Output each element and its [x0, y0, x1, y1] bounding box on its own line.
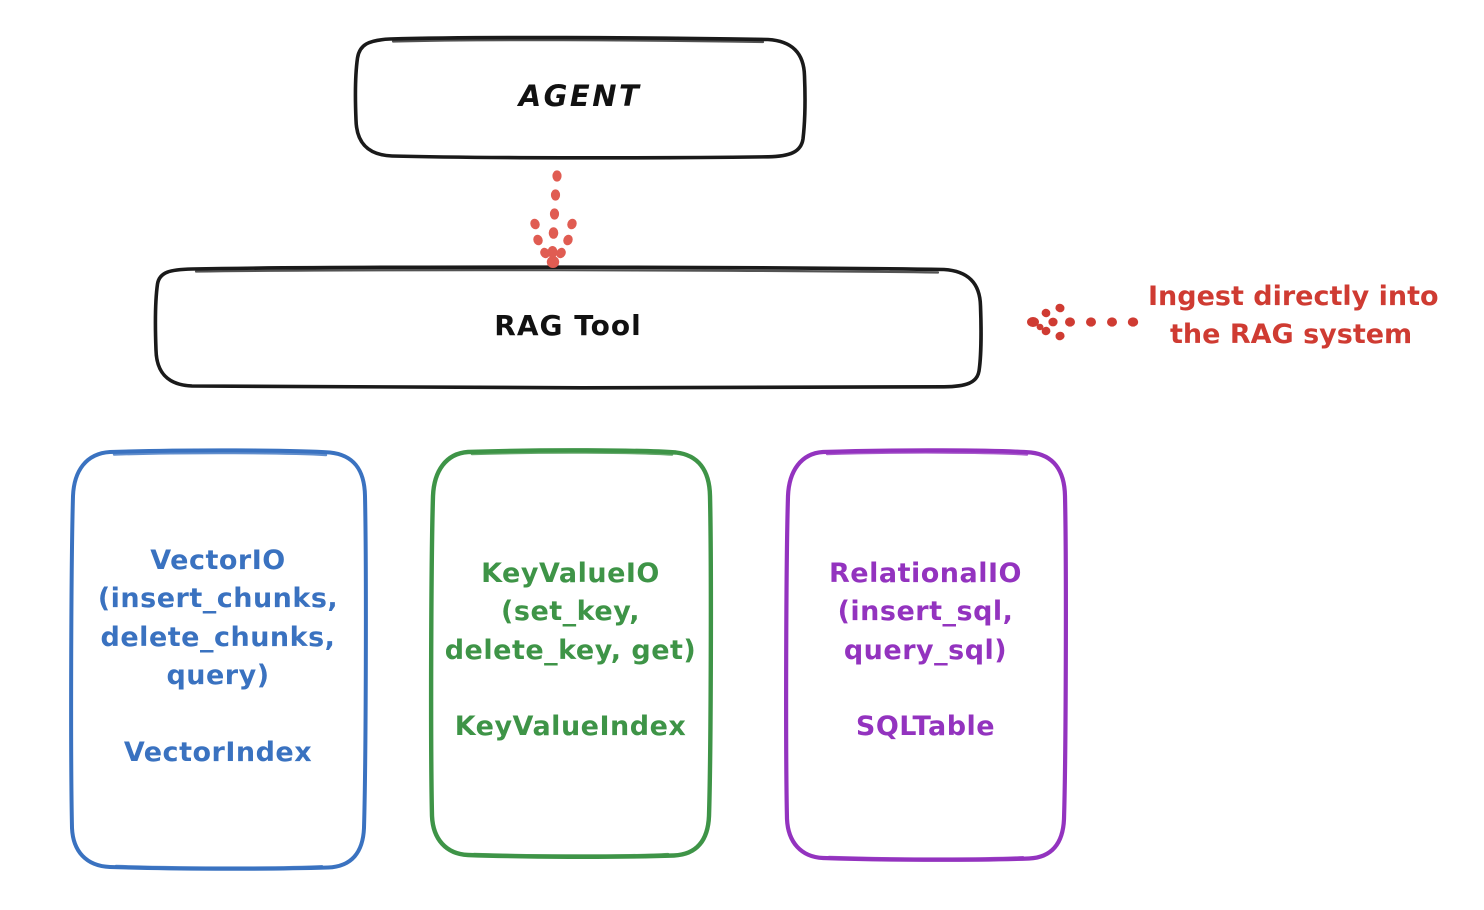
annotation-ingest-line1: Ingest directly into: [1148, 281, 1439, 312]
node-vectorio[interactable]: VectorIO (insert_chunks, delete_chunks, …: [70, 450, 366, 868]
node-rag-tool-label: RAG Tool: [494, 309, 642, 343]
node-keyvalueio[interactable]: KeyValueIO (set_key, delete_key, get) Ke…: [430, 450, 711, 855]
node-vectorio-label: VectorIO (insert_chunks, delete_chunks, …: [97, 545, 339, 768]
node-relationalio[interactable]: RelationalIO (insert_sql, query_sql) SQL…: [785, 450, 1066, 858]
node-relationalio-label: RelationalIO (insert_sql, query_sql) SQL…: [829, 558, 1022, 743]
ingest-arrow: [1027, 303, 1139, 341]
annotation-ingest: Ingest directly into the RAG system: [1148, 278, 1478, 355]
agent-to-rag-tool-arrow: [530, 170, 577, 268]
node-rag-tool[interactable]: RAG Tool: [155, 268, 981, 385]
annotation-ingest-line2: the RAG system: [1170, 319, 1413, 351]
node-agent[interactable]: AGENT: [355, 38, 805, 156]
node-keyvalueio-label: KeyValueIO (set_key, delete_key, get) Ke…: [444, 558, 697, 743]
node-agent-label: AGENT: [518, 79, 642, 114]
